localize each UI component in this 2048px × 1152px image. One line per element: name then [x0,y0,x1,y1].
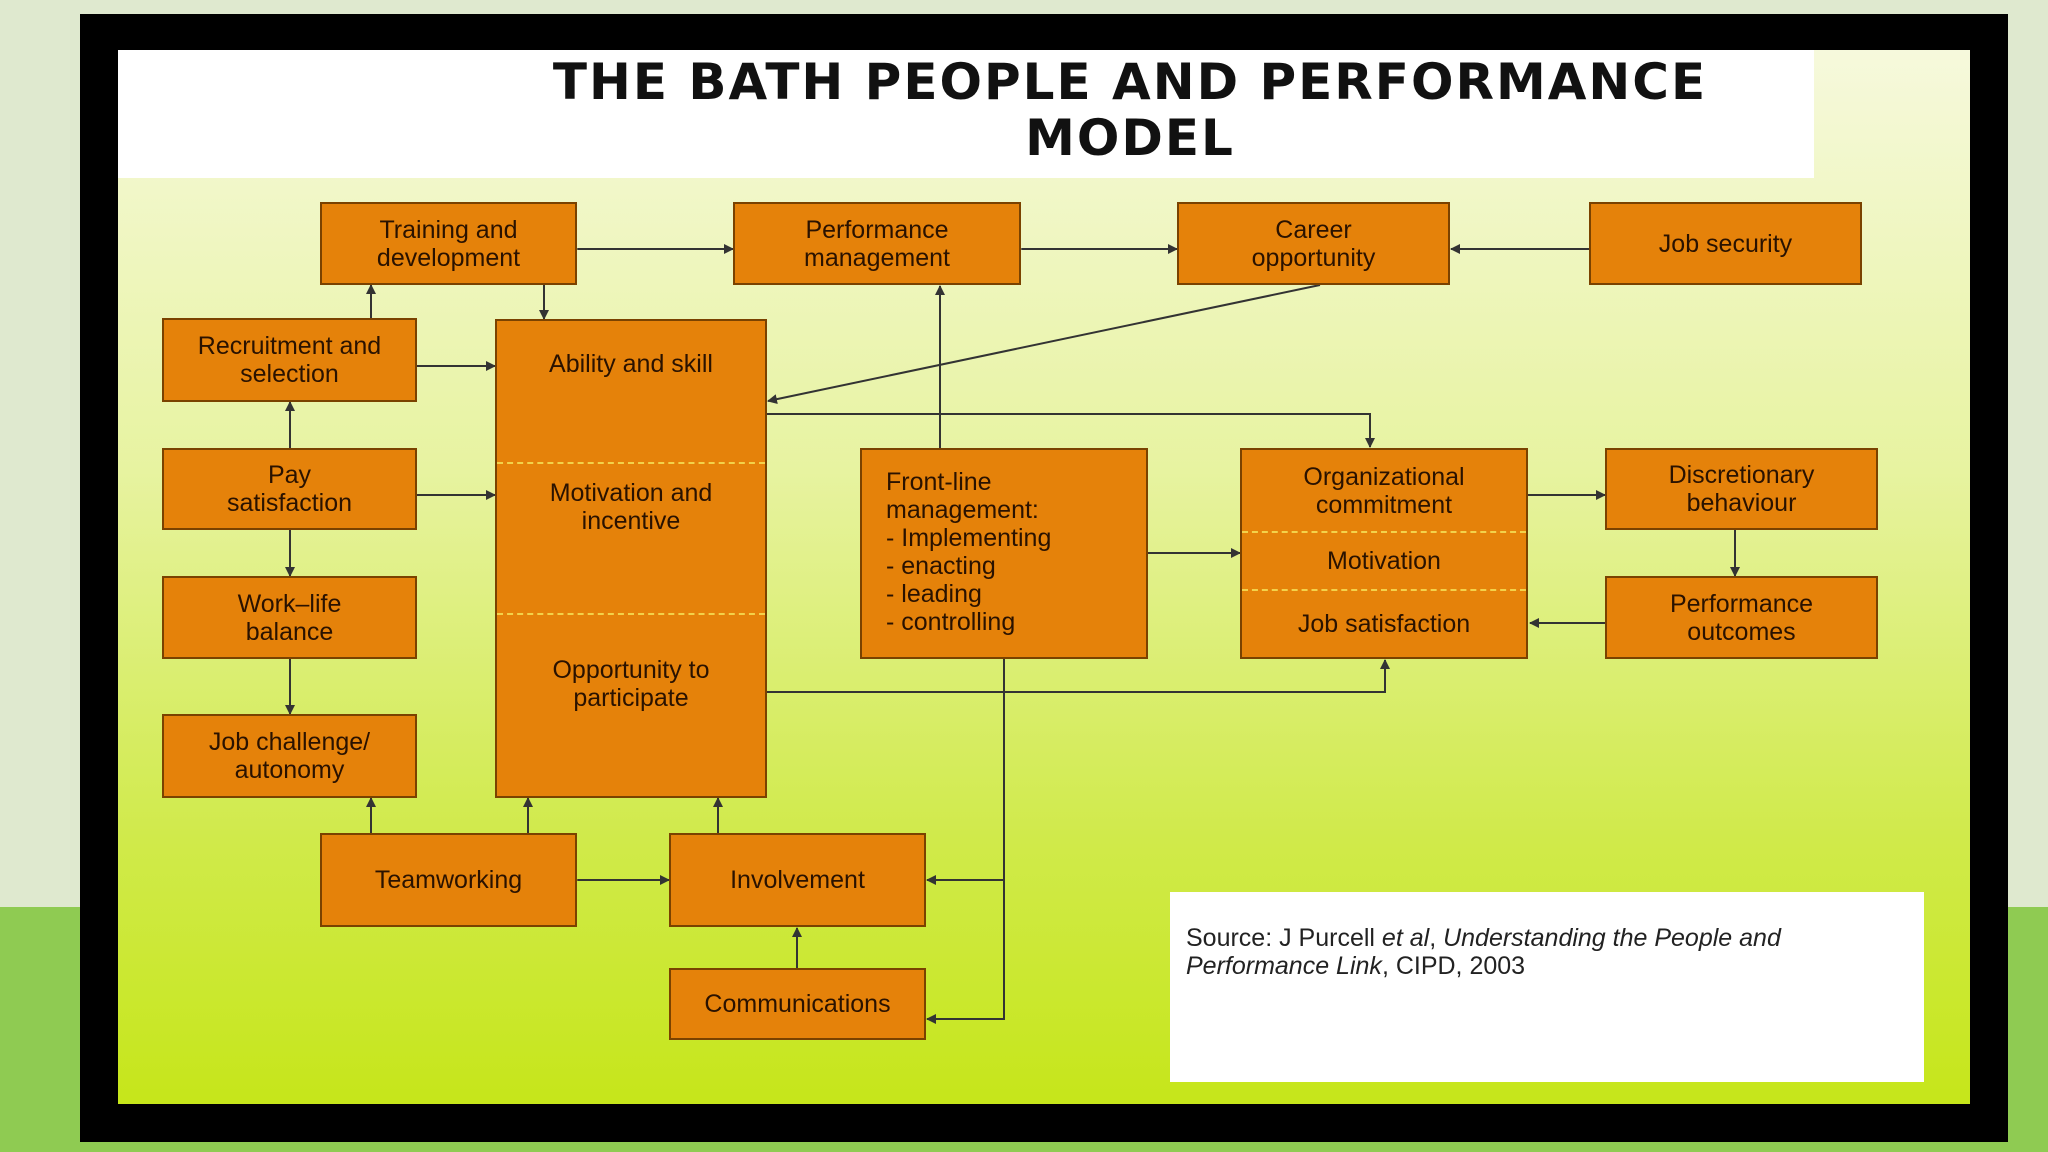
arrow-opportunity-org [767,659,1390,693]
org-divider-2 [1242,589,1526,591]
work-life-balance-box: Work–life balance [162,576,417,659]
career-opportunity-box: Career opportunity [1177,202,1450,285]
frontline-list: - Implementing - enacting - leading - co… [886,524,1122,636]
slide-title: THE BATH PEOPLE AND PERFORMANCE MODEL [552,53,1708,167]
arrow-ability-org [767,413,1375,448]
motivation-incentive-label: Motivation and incentive [549,479,713,535]
frontline-item: - enacting [886,552,996,580]
amo-box: Ability and skill Motivation and incenti… [495,319,767,798]
org-job-satisfaction-label: Job satisfaction [1297,610,1471,638]
source-prefix: Source: J Purcell [1186,924,1382,952]
frontline-management-box: Front-line management: - Implementing - … [860,448,1148,659]
job-security-box: Job security [1589,202,1862,285]
source-panel [1170,892,1924,1082]
frontline-item: - controlling [886,608,1016,636]
performance-outcomes-box: Performance outcomes [1605,576,1878,659]
arrow-career-ability [767,284,1321,405]
recruitment-selection-box: Recruitment and selection [162,318,417,402]
ability-skill-label: Ability and skill [549,350,713,378]
source-separator: , [1429,924,1444,952]
teamworking-box: Teamworking [320,833,577,927]
source-suffix: , CIPD, 2003 [1381,952,1526,980]
org-divider-1 [1242,531,1526,533]
discretionary-behaviour-box: Discretionary behaviour [1605,448,1878,530]
arrow-frontline-communications [926,659,1005,1024]
communications-box: Communications [669,968,926,1040]
job-challenge-autonomy-box: Job challenge/ autonomy [162,714,417,798]
org-commitment-label: Organizational commitment [1303,463,1465,519]
amo-divider-1 [497,462,765,464]
source-etal: et al [1381,924,1430,952]
amo-divider-2 [497,613,765,615]
frontline-item: - leading [886,580,982,608]
involvement-box: Involvement [669,833,926,927]
frontline-item: - Implementing [886,524,1052,552]
org-motivation-label: Motivation [1327,547,1441,575]
pay-satisfaction-box: Pay satisfaction [162,448,417,530]
title-panel [118,50,1814,178]
source-citation: Source: J Purcell et al, Understanding t… [1186,924,1916,980]
training-development-box: Training and development [320,202,577,285]
org-commitment-box: Organizational commitment Motivation Job… [1240,448,1528,659]
performance-management-box: Performance management [733,202,1021,285]
frontline-heading: Front-line management: [886,468,1039,524]
source-book-title: Understanding the People and Performance… [1186,924,1781,980]
opportunity-participate-label: Opportunity to participate [552,656,710,712]
